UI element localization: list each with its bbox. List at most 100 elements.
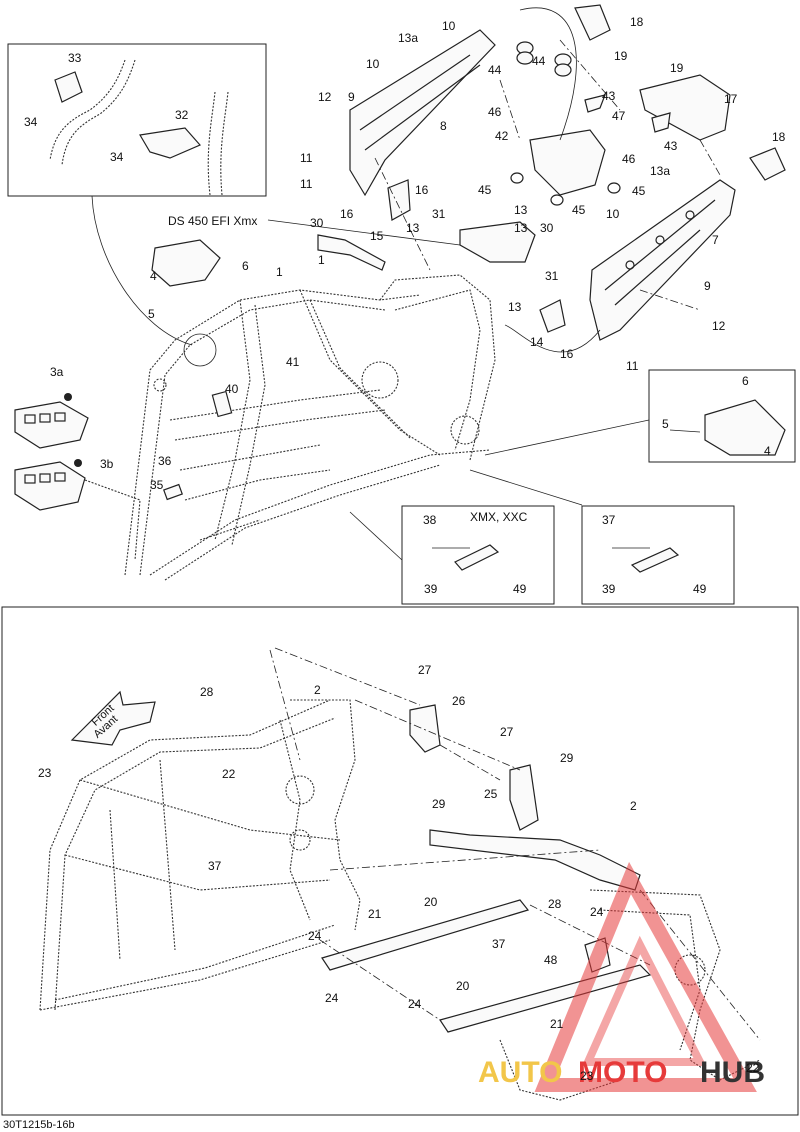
callout-3b: 3b (100, 457, 114, 471)
callout-13: 13 (514, 203, 528, 217)
mount-cluster (510, 41, 731, 206)
callout-10: 10 (442, 19, 456, 33)
callout-40: 40 (225, 382, 239, 396)
callout-13a: 13a (398, 31, 418, 45)
callout-44: 44 (532, 54, 546, 68)
callout-41: 41 (286, 355, 300, 369)
bottom-parts (321, 704, 761, 1101)
inset-detail-box (7, 43, 267, 197)
callout-1: 1 (276, 265, 283, 279)
model-label-ds450: DS 450 EFI Xmx (168, 214, 257, 228)
inset-frame-tubes (49, 59, 229, 196)
callout-24: 24 (590, 905, 604, 919)
callout-3a: 3a (50, 365, 64, 379)
right-side-plate (574, 4, 786, 341)
callout-44: 44 (488, 63, 502, 77)
callout-37: 37 (492, 937, 506, 951)
callout-45: 45 (572, 203, 586, 217)
footrest-left-parts (14, 239, 233, 561)
callout-29: 29 (560, 751, 574, 765)
callout-39: 39 (424, 582, 438, 596)
brackets-top-mid (317, 29, 566, 333)
callout-11: 11 (626, 359, 639, 373)
callout-33: 33 (68, 51, 82, 65)
callout-38: 38 (423, 513, 437, 527)
callout-32: 32 (175, 108, 189, 122)
callout-42: 42 (495, 129, 509, 143)
callout-14: 14 (530, 335, 544, 349)
detail-circle (183, 333, 217, 367)
callout-19: 19 (670, 61, 684, 75)
footrest-box-right (648, 369, 796, 463)
callout-6: 6 (242, 259, 249, 273)
callout-5: 5 (662, 417, 669, 431)
callout-30: 30 (310, 216, 324, 230)
main-frame-bottom (39, 699, 361, 1011)
callout-26: 26 (452, 694, 466, 708)
callout-25: 25 (484, 787, 498, 801)
callout-46: 46 (488, 105, 502, 119)
callout-9: 9 (348, 90, 355, 104)
callout-24: 24 (408, 997, 422, 1011)
callout-9: 9 (704, 279, 711, 293)
callout-16: 16 (560, 347, 574, 361)
front-arrow: Front Avant (70, 690, 156, 746)
callout-16: 16 (415, 183, 429, 197)
callout-36: 36 (158, 454, 172, 468)
callout-4: 4 (150, 269, 157, 283)
callout-10: 10 (606, 207, 620, 221)
callout-31: 31 (432, 207, 446, 221)
callout-13a: 13a (650, 164, 670, 178)
watermark-auto: AUTO (478, 1056, 562, 1089)
callout-43: 43 (602, 89, 616, 103)
callout-23: 23 (38, 766, 52, 780)
model-label-xmx-xxc: XMX, XXC (470, 510, 528, 524)
callout-12: 12 (712, 319, 726, 333)
callout-24: 24 (325, 991, 339, 1005)
callout-13: 13 (406, 221, 420, 235)
callout-13: 13 (508, 300, 522, 314)
callout-48: 48 (544, 953, 558, 967)
callout-35: 35 (150, 478, 164, 492)
callout-24: 24 (308, 929, 322, 943)
callout-49: 49 (513, 582, 527, 596)
bottom-panel-box (1, 606, 799, 1116)
callout-39: 39 (602, 582, 616, 596)
callout-2: 2 (630, 799, 637, 813)
callout-31: 31 (545, 269, 559, 283)
callout-43: 43 (664, 139, 678, 153)
callout-8: 8 (440, 119, 447, 133)
callout-20: 20 (424, 895, 438, 909)
callout-11: 11 (300, 177, 313, 191)
main-frame-top (124, 274, 496, 581)
watermark-logo: AUTO MOTO HUB (478, 861, 765, 1092)
callout-17: 17 (724, 92, 738, 106)
callout-12: 12 (318, 90, 332, 104)
callout-10: 10 (366, 57, 380, 71)
callout-1: 1 (318, 253, 325, 267)
callout-34: 34 (24, 115, 38, 129)
callout-11: 11 (300, 151, 313, 165)
bracket-box-right (581, 505, 735, 605)
callout-45: 45 (478, 183, 492, 197)
callout-20: 20 (456, 979, 470, 993)
callout-4: 4 (764, 444, 771, 458)
callout-7: 7 (712, 233, 719, 247)
callout-15: 15 (370, 229, 384, 243)
watermark-moto: MOTO (578, 1056, 667, 1089)
callout-18: 18 (772, 130, 786, 144)
callout-46: 46 (622, 152, 636, 166)
callout-2: 2 (314, 683, 321, 697)
callout-45: 45 (632, 184, 646, 198)
callout-27: 27 (418, 663, 432, 677)
callout-19: 19 (614, 49, 628, 63)
callout-37: 37 (208, 859, 222, 873)
xmx-xxc-box (401, 505, 555, 605)
callout-21: 21 (368, 907, 382, 921)
callout-22: 22 (746, 1061, 760, 1075)
callout-49: 49 (693, 582, 707, 596)
callout-18: 18 (630, 15, 644, 29)
callout-6: 6 (742, 374, 749, 388)
